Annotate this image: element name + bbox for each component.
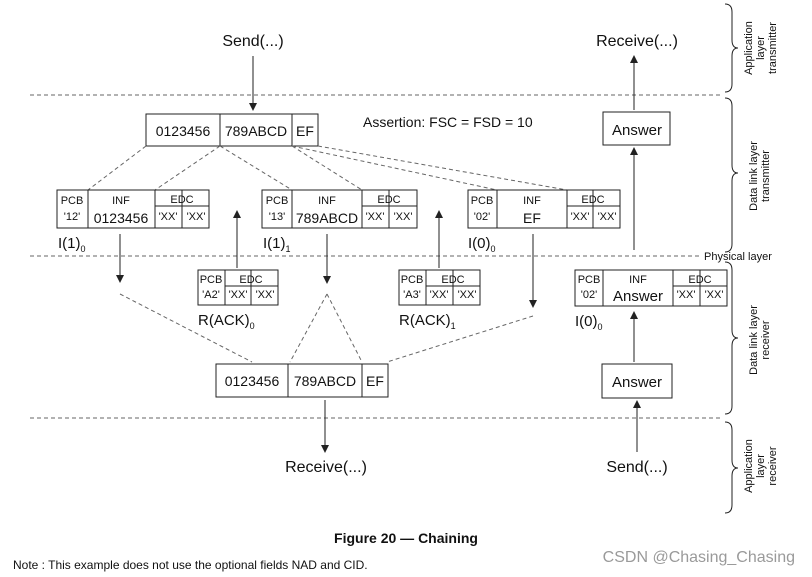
pcb-header: PCB — [61, 195, 84, 207]
layer-dl-rx: Data link layerreceiver — [748, 305, 772, 375]
pcb-value: '02' — [581, 289, 597, 301]
converge-line — [326, 293, 363, 363]
rx-frame: 0123456 789ABCD EF — [215, 363, 389, 398]
answer-tx-label: Answer — [612, 122, 662, 139]
edc-value-1: 'XX' — [159, 211, 178, 223]
inf-value: EF — [523, 210, 541, 226]
brace-dl-rx — [724, 261, 739, 415]
layer-dl-tx: Data link layertransmitter — [748, 141, 772, 211]
rx-frame-part-3: EF — [366, 373, 384, 389]
block-i1-0: PCB '12' INF 0123456 EDC 'XX' 'XX' — [56, 189, 210, 229]
brace-app-rx — [724, 421, 739, 514]
edc-value-2: 'XX' — [187, 211, 206, 223]
edc-header: EDC — [170, 194, 193, 206]
layer-app-tx: Applicationlayertransmitter — [743, 21, 779, 75]
edc-value-1: 'XX' — [229, 289, 248, 301]
label-i1-1: I(1)1 — [263, 235, 291, 254]
converge-line — [289, 293, 328, 363]
fan-line — [291, 145, 498, 191]
label-i0-rx: I(0)0 — [575, 313, 603, 332]
block-i0-0: PCB '02' INF EF EDC 'XX' 'XX' — [467, 189, 621, 229]
inf-value: 0123456 — [94, 210, 149, 226]
fan-line — [154, 145, 221, 191]
block-i1-1: PCB '13' INF 789ABCD EDC 'XX' 'XX' — [261, 189, 418, 229]
bottom-receive-label: Receive(...) — [285, 459, 367, 476]
inf-header: INF — [629, 274, 647, 286]
fan-line — [219, 145, 293, 191]
rx-frame-part-2: 789ABCD — [294, 373, 356, 389]
edc-header: EDC — [441, 274, 464, 286]
inf-header: INF — [523, 195, 541, 207]
rx-frame-part-1: 0123456 — [225, 373, 280, 389]
pcb-value: '13' — [269, 211, 285, 223]
inf-value: Answer — [613, 288, 663, 305]
tx-frame: 0123456 789ABCD EF — [145, 113, 319, 147]
answer-rx-box — [601, 363, 673, 399]
edc-value-1: 'XX' — [430, 289, 449, 301]
tx-frame-part-2: 789ABCD — [225, 123, 287, 139]
edc-header: EDC — [239, 274, 262, 286]
label-i0-0: I(0)0 — [468, 235, 496, 254]
converge-line — [119, 293, 253, 363]
top-send-label: Send(...) — [222, 33, 283, 50]
edc-header: EDC — [688, 274, 711, 286]
inf-header: INF — [112, 195, 130, 207]
assertion-text: Assertion: FSC = FSD = 10 — [363, 114, 533, 130]
brace-app-tx — [724, 3, 739, 93]
brace-dl-tx — [724, 97, 739, 253]
pcb-header: PCB — [471, 195, 494, 207]
edc-value-2: 'XX' — [394, 211, 413, 223]
pcb-value: 'A2' — [202, 289, 220, 301]
answer-rx-label: Answer — [612, 374, 662, 391]
answer-tx-box — [602, 111, 671, 146]
note-text: Note : This example does not use the opt… — [13, 558, 368, 572]
pcb-header: PCB — [200, 274, 223, 286]
layer-app-rx: Applicationlayerreceiver — [743, 439, 779, 493]
edc-value-1: 'XX' — [366, 211, 385, 223]
pcb-header: PCB — [401, 274, 424, 286]
block-i0-rx: PCB '02' INF Answer EDC 'XX' 'XX' — [574, 269, 728, 307]
fan-line — [291, 145, 363, 191]
edc-value-2: 'XX' — [458, 289, 477, 301]
label-i1-0: I(1)0 — [58, 235, 86, 254]
tx-frame-part-1: 0123456 — [156, 123, 211, 139]
pcb-value: '02' — [474, 211, 490, 223]
figure-caption: Figure 20 — Chaining — [334, 530, 478, 546]
inf-header: INF — [318, 195, 336, 207]
fan-line — [317, 145, 568, 191]
layer-physical: Physical layer — [704, 251, 772, 263]
pcb-header: PCB — [266, 195, 289, 207]
label-rack-0: R(ACK)0 — [198, 312, 255, 331]
converge-line — [386, 315, 534, 363]
label-rack-1: R(ACK)1 — [399, 312, 456, 331]
inf-value: 789ABCD — [296, 210, 358, 226]
pcb-value: 'A3' — [403, 289, 421, 301]
pcb-header: PCB — [578, 274, 601, 286]
edc-value-1: 'XX' — [677, 289, 696, 301]
edc-value-1: 'XX' — [571, 211, 590, 223]
pcb-value: '12' — [64, 211, 80, 223]
watermark-text: CSDN @Chasing_Chasing — [603, 549, 795, 566]
edc-value-2: 'XX' — [598, 211, 617, 223]
bottom-send-label: Send(...) — [606, 459, 667, 476]
tx-frame-part-3: EF — [296, 123, 314, 139]
fan-line — [87, 145, 147, 191]
edc-value-2: 'XX' — [705, 289, 724, 301]
edc-value-2: 'XX' — [256, 289, 275, 301]
block-rack-1: PCB 'A3' EDC 'XX' 'XX' — [398, 269, 481, 306]
top-receive-label: Receive(...) — [596, 33, 678, 50]
edc-header: EDC — [581, 194, 604, 206]
edc-header: EDC — [377, 194, 400, 206]
block-rack-0: PCB 'A2' EDC 'XX' 'XX' — [197, 269, 279, 306]
